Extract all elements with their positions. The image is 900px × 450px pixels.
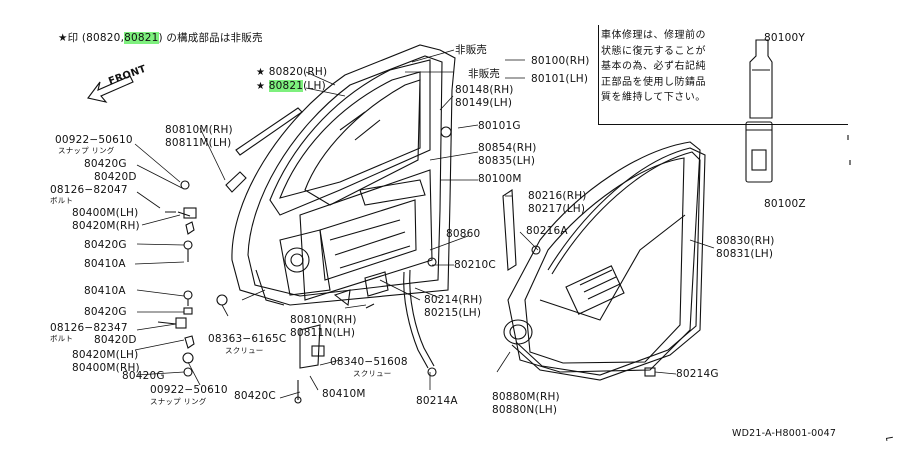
part-label-80811m: 80811M(LH) — [165, 137, 232, 149]
part-label-80821: ★ 80821(LH) — [256, 80, 326, 93]
part-label-80420g: 80420G — [122, 370, 165, 382]
note-line: 車体修理は、修理前の — [601, 30, 706, 41]
part-label-80400m-lh: 80400M(LH) — [72, 207, 139, 219]
note-box-bottom-line — [598, 124, 848, 125]
lock-parts — [294, 126, 452, 404]
note-line: 状態に復元することが — [601, 45, 706, 57]
clip — [644, 367, 656, 377]
part-label-80149: 80149(LH) — [455, 97, 513, 109]
part-label-80410a: 80410A — [84, 285, 126, 297]
part-label-00922a-snap-ring: スナップ リング — [58, 146, 115, 155]
part-label-80420d: 80420D — [94, 334, 137, 346]
part-label-80810n: 80810N(RH) — [290, 314, 357, 326]
part-label-80820: ★ 80820(RH) — [256, 66, 327, 79]
part-label-80854: 80854(RH) — [478, 142, 537, 154]
rear-sash — [502, 189, 541, 271]
header-open: (80820, — [78, 32, 125, 44]
header-note: ★印 (80820,80821) の構成部品は非販売 — [58, 32, 263, 44]
part-label-80420d: 80420D — [94, 171, 137, 183]
part-label-80400m-rh: 80400M(RH) — [72, 362, 140, 374]
door-trim — [503, 141, 701, 373]
part-label-00922b-snap-ring: スナップ リング — [150, 397, 207, 406]
part-label-80420g: 80420G — [84, 158, 127, 170]
part-label-80420m-lh: 80420M(LH) — [72, 349, 139, 361]
part-label-80830: 80830(RH) — [716, 235, 775, 247]
part-label-80216: 80216(RH) — [528, 190, 587, 202]
part-label-80216a: 80216A — [526, 225, 568, 237]
part-label-08126a-bolt: ボルト — [50, 196, 74, 205]
part-label-08363: 08363−6165C — [208, 333, 287, 345]
part-label-80215: 80215(LH) — [424, 307, 482, 319]
part-label-80100: 80100(RH) — [531, 55, 590, 67]
part-label-80831: 80831(LH) — [716, 248, 774, 260]
star-mark: ★ — [256, 81, 266, 92]
part-label-80835: 80835(LH) — [478, 155, 536, 167]
part-label-08126b: 08126−82347 — [50, 322, 128, 334]
belt-moulding — [235, 107, 303, 156]
part-label-80100y: 80100Y — [764, 32, 806, 44]
header-text: の構成部品は非販売 — [162, 32, 263, 44]
part-label-80420m-rh: 80420M(RH) — [72, 220, 140, 232]
part-label-08340-screw: スクリュー — [353, 369, 392, 378]
part-label-80214a: 80214A — [416, 395, 458, 407]
part-label-80100z: 80100Z — [764, 198, 806, 210]
part-label-80810m: 80810M(RH) — [165, 124, 233, 136]
part-label-00922a: 00922−50610 — [55, 134, 133, 146]
header-close: ) — [158, 32, 163, 44]
part-label-08340: 08340−51608 — [330, 356, 408, 368]
part-label-80101g: 80101G — [478, 120, 521, 132]
part-80821-number: 80821 — [268, 80, 304, 92]
window-guide — [403, 257, 437, 377]
part-label-80148: 80148(RH) — [455, 84, 514, 96]
part-label-00922b: 00922−50610 — [150, 384, 228, 396]
part-80820-number: 80820(RH) — [268, 66, 328, 78]
part-label-80101: 80101(LH) — [531, 73, 589, 85]
window-glass — [304, 79, 421, 206]
repair-note: 車体修理は、修理前の 状態に復元することが 基本の為、必ず右記純 正部品を使用し… — [597, 25, 731, 116]
part-label-80860: 80860 — [446, 228, 481, 240]
weatherstrip — [511, 147, 706, 381]
mark-text: 印 — [67, 32, 79, 44]
inner-panel — [279, 169, 433, 301]
paint-cans — [745, 39, 851, 183]
part-label-80420g: 80420G — [84, 239, 127, 251]
note-box-divider — [598, 25, 599, 125]
part-label-80420g: 80420G — [84, 306, 127, 318]
part-label-80100m: 80100M — [478, 173, 522, 185]
part-label-08126a: 08126−82047 — [50, 184, 128, 196]
star-mark: ★ — [58, 32, 68, 44]
part-label-80210c: 80210C — [454, 259, 496, 271]
highlighted-part: 80821 — [124, 32, 159, 44]
part-label-80880n: 80880N(LH) — [492, 404, 558, 416]
part-label-80880m: 80880M(RH) — [492, 391, 560, 403]
part-label-80811n: 80811N(LH) — [290, 327, 356, 339]
corner-mark-icon: ⌐ — [883, 431, 896, 446]
door-shell — [231, 44, 456, 306]
part-label-80217: 80217(LH) — [528, 203, 586, 215]
part-label-80214g: 80214G — [676, 368, 719, 380]
note-line: 質を維持して下さい。 — [601, 92, 706, 103]
part-label-08363-screw: スクリュー — [225, 346, 264, 355]
part-label-80214: 80214(RH) — [424, 294, 483, 306]
diagram-code: WD21-A-H8001-0047 — [732, 428, 837, 439]
part-label-80410m: 80410M — [322, 388, 366, 400]
part-label-80410a: 80410A — [84, 258, 126, 270]
part-80821-side: (LH) — [303, 80, 326, 92]
part-label-80420c: 80420C — [234, 390, 276, 402]
leader-lines — [134, 49, 715, 399]
front-arrow-icon — [87, 75, 134, 103]
note-line: 正部品を使用し防錆品 — [601, 76, 706, 88]
part-label-not-for-sale: 非販売 — [468, 68, 501, 80]
star-mark: ★ — [256, 67, 266, 78]
part-label-08126b-bolt: ボルト — [50, 334, 74, 343]
part-label-not-for-sale: 非販売 — [455, 44, 488, 56]
note-line: 基本の為、必ず右記純 — [601, 61, 706, 72]
